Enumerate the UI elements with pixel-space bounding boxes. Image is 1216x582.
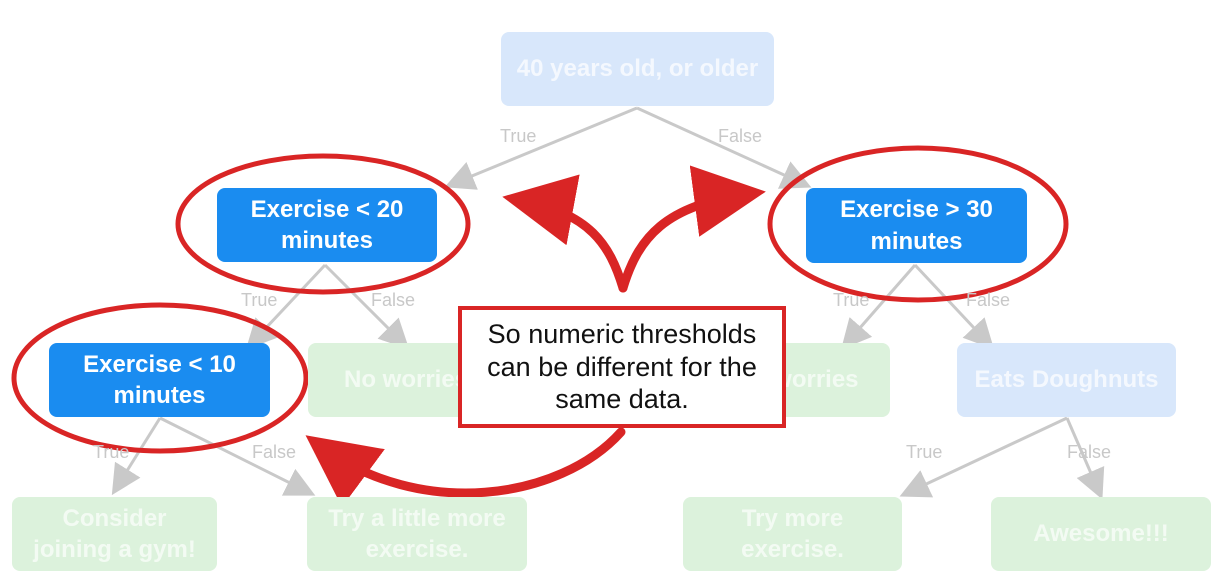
edge-ll-left bbox=[111, 417, 162, 496]
edge-label-right-false: False bbox=[966, 290, 1011, 310]
edge-label-rr-false: False bbox=[1067, 442, 1112, 462]
try-more-leaf: Try more exercise. bbox=[683, 497, 902, 571]
edge-label-rr-true: True bbox=[906, 442, 943, 462]
edge-label-right-true: True bbox=[833, 290, 870, 310]
edge-label-left-true: True bbox=[241, 290, 278, 310]
consider-gym-leaf: Consider joining a gym! bbox=[12, 497, 217, 571]
red-arrow-to-left-split bbox=[502, 174, 628, 293]
right-split-node: Exercise > 30 minutes bbox=[806, 188, 1027, 263]
root-node: 40 years old, or older bbox=[501, 32, 774, 106]
edge-label-left-false: False bbox=[371, 290, 416, 310]
red-arrow-to-lower-left-split bbox=[305, 427, 626, 508]
edge-left-left bbox=[245, 263, 327, 350]
edge-rr-right bbox=[1065, 417, 1105, 500]
edge-right-right bbox=[913, 263, 995, 350]
try-little-more-leaf: Try a little more exercise. bbox=[307, 497, 527, 571]
highlight-ellipse-right bbox=[767, 145, 1069, 303]
edge-label-root-true: True bbox=[500, 126, 537, 146]
edge-ll-right bbox=[159, 416, 316, 496]
edge-left-right bbox=[323, 263, 410, 350]
lower-left-split-node: Exercise < 10 minutes bbox=[49, 343, 270, 417]
edge-rr-left bbox=[899, 416, 1068, 498]
highlight-ellipse-left bbox=[175, 153, 471, 295]
edge-root-right bbox=[636, 106, 812, 189]
eats-doughnuts-node: Eats Doughnuts bbox=[957, 343, 1176, 417]
edge-right-left bbox=[841, 264, 917, 350]
edge-label-root-false: False bbox=[718, 126, 763, 146]
edge-label-ll-false: False bbox=[252, 442, 297, 462]
awesome-leaf: Awesome!!! bbox=[991, 497, 1211, 571]
callout-box: So numeric thresholds can be different f… bbox=[458, 306, 786, 428]
callout-text: So numeric thresholds can be different f… bbox=[487, 318, 757, 415]
red-arrow-to-right-split bbox=[618, 165, 766, 293]
highlight-ellipse-lower-left bbox=[11, 302, 309, 454]
edge-root-left bbox=[444, 106, 638, 190]
edge-label-ll-true: True bbox=[93, 442, 130, 462]
left-split-node: Exercise < 20 minutes bbox=[217, 188, 437, 262]
